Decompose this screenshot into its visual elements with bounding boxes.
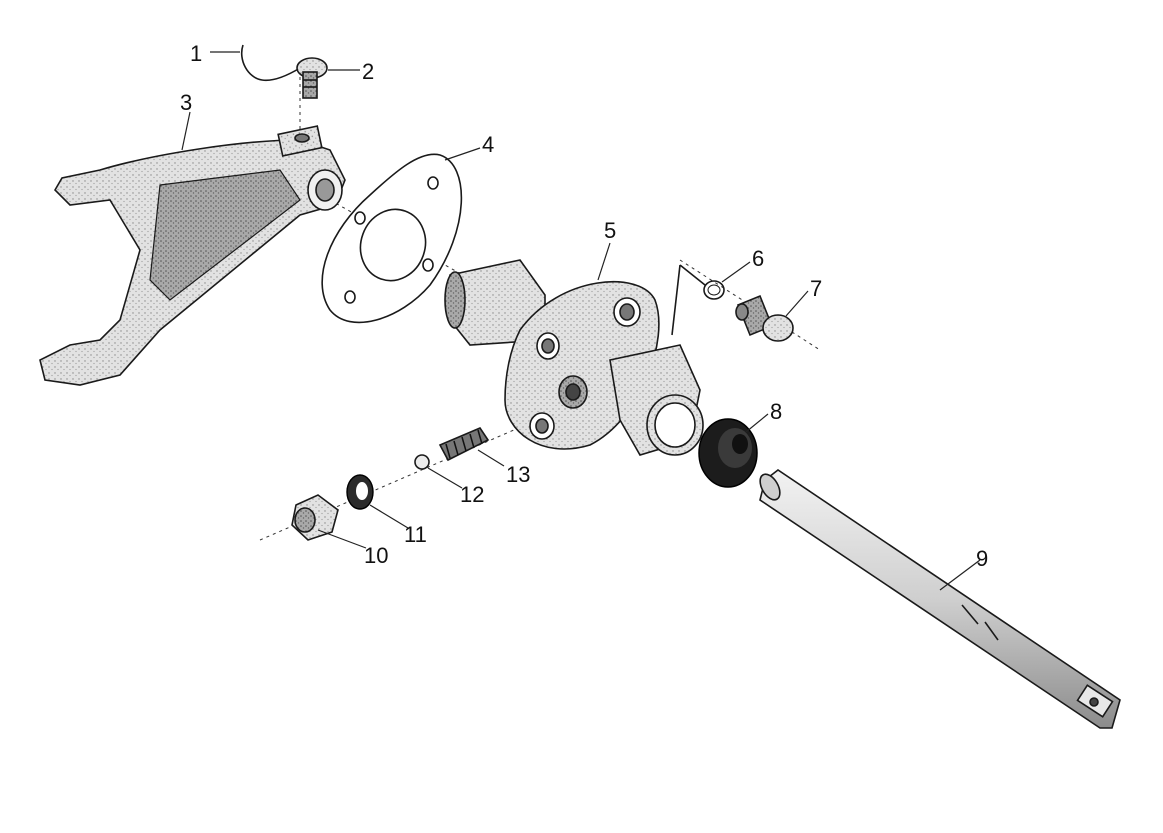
callout-4: 4: [482, 132, 494, 157]
callout-7: 7: [810, 276, 822, 301]
callout-11: 11: [404, 522, 427, 547]
part-11-washer: [346, 474, 374, 510]
part-7-bolt: [735, 294, 794, 342]
callout-labels: 1 2 3 4 5 6 7 8 9 10 11 12 13: [180, 41, 988, 571]
leader-lines: [181, 51, 981, 591]
part-10-plug: [291, 494, 339, 541]
callout-9: 9: [976, 546, 988, 571]
callout-2: 2: [362, 59, 374, 84]
part-1-lock-wire: [241, 44, 301, 82]
part-8-seal: [698, 418, 758, 488]
part-12-ball: [414, 454, 430, 470]
part-9-shaft: [759, 469, 1121, 729]
callout-10: 10: [364, 543, 388, 568]
callout-1: 1: [190, 41, 202, 66]
part-4-gasket: [321, 153, 463, 324]
part-5-housing: [444, 259, 706, 456]
callout-3: 3: [180, 90, 192, 115]
callout-13: 13: [506, 462, 530, 487]
callout-6: 6: [752, 246, 764, 271]
part-6-o-ring: [703, 280, 725, 300]
part-13-spring: [438, 427, 490, 462]
part-2-set-screw: [296, 57, 328, 99]
callout-8: 8: [770, 399, 782, 424]
callout-5: 5: [604, 218, 616, 243]
part-3-shift-fork: [39, 125, 346, 386]
callout-12: 12: [460, 482, 484, 507]
